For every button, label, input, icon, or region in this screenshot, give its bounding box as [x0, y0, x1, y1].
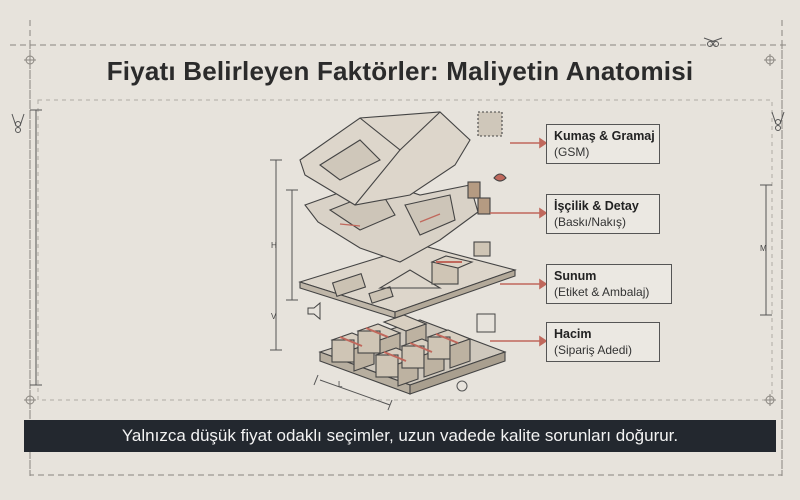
factor-label-craftsmanship: İşçilik & Detay (Baskı/Nakış)	[546, 194, 660, 234]
factor-subtitle: (Baskı/Nakış)	[554, 215, 627, 229]
factor-subtitle: (Sipariş Adedi)	[554, 343, 633, 357]
factor-title: Hacim	[554, 327, 592, 341]
factor-subtitle: (Etiket & Ambalaj)	[554, 285, 650, 299]
thread-spool-icon	[467, 181, 491, 215]
factor-label-presentation: Sunum (Etiket & Ambalaj)	[546, 264, 672, 304]
dim-label-m: M	[760, 244, 767, 253]
layer-fabric	[299, 111, 503, 206]
layer-presentation	[298, 241, 517, 319]
label-icon	[307, 301, 321, 321]
factor-label-fabric: Kumaş & Gramaj (GSM)	[546, 124, 660, 164]
blueprint-frame	[10, 20, 790, 480]
dimension-lines	[30, 109, 772, 411]
factor-subtitle: (GSM)	[554, 145, 590, 159]
scissors-icon	[11, 37, 785, 133]
fabric-swatch-icon	[477, 111, 503, 137]
dim-label-l: L	[338, 380, 343, 389]
factor-title: İşçilik & Detay	[554, 199, 639, 213]
factor-title: Sunum	[554, 269, 597, 283]
layer-volume-pallet	[318, 314, 507, 395]
footer-banner: Yalnızca düşük fiyat odaklı seçimler, uz…	[24, 420, 776, 452]
factor-arrows	[490, 137, 548, 347]
weight-tag-icon	[476, 313, 496, 333]
embroidery-icon	[493, 173, 507, 182]
factor-label-volume: Hacim (Sipariş Adedi)	[546, 322, 660, 362]
page-title: Fiyatı Belirleyen Faktörler: Maliyetin A…	[106, 56, 694, 86]
dim-label-v: V	[271, 312, 277, 321]
factor-title: Kumaş & Gramaj	[554, 129, 655, 143]
dim-label-h: H	[271, 241, 277, 250]
